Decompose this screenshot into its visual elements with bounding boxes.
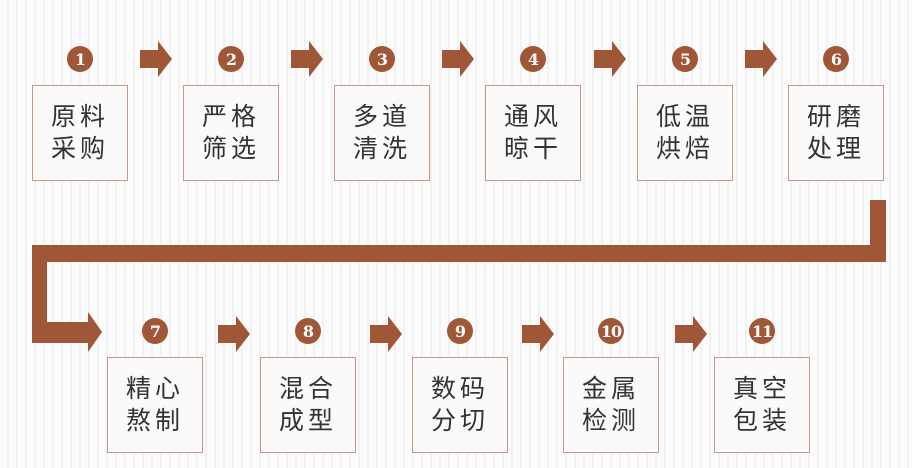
step-number-badge: 7 bbox=[142, 318, 168, 344]
step-box: 真空 包装 bbox=[714, 357, 810, 453]
step-number-badge: 6 bbox=[823, 46, 849, 72]
right-arrow-icon bbox=[594, 41, 626, 77]
step-label-line1: 低温 bbox=[655, 102, 714, 131]
step-box: 严格 筛选 bbox=[183, 85, 279, 181]
step-box: 金属 检测 bbox=[563, 357, 659, 453]
step-label-line2: 处理 bbox=[806, 134, 865, 163]
step-label-line1: 多道 bbox=[352, 102, 411, 131]
step-box: 多道 清洗 bbox=[334, 85, 430, 181]
right-arrow-icon bbox=[522, 316, 554, 352]
step-label-line1: 数码 bbox=[430, 374, 489, 403]
step-label-line2: 成型 bbox=[278, 406, 337, 435]
right-arrow-icon bbox=[370, 316, 402, 352]
step-label-line1: 金属 bbox=[581, 374, 640, 403]
step-box: 原料 采购 bbox=[32, 85, 128, 181]
step-label-line2: 检测 bbox=[581, 406, 640, 435]
right-arrow-icon bbox=[140, 41, 172, 77]
step-box: 数码 分切 bbox=[412, 357, 508, 453]
step-box: 混合 成型 bbox=[260, 357, 356, 453]
right-arrow-icon bbox=[291, 41, 323, 77]
step-label-line1: 原料 bbox=[50, 102, 109, 131]
step-label-line2: 清洗 bbox=[352, 134, 411, 163]
step-number-badge: 5 bbox=[672, 46, 698, 72]
step-number-badge: 1 bbox=[67, 46, 93, 72]
step-number-badge: 8 bbox=[295, 318, 321, 344]
step-number-badge: 11 bbox=[749, 318, 775, 344]
right-arrow-icon bbox=[442, 41, 474, 77]
step-number-badge: 4 bbox=[520, 46, 546, 72]
step-label-line1: 严格 bbox=[201, 102, 260, 131]
step-label-line1: 混合 bbox=[278, 374, 337, 403]
step-label-line2: 分切 bbox=[430, 406, 489, 435]
step-label-line1: 真空 bbox=[732, 374, 791, 403]
step-number-badge: 3 bbox=[369, 46, 395, 72]
right-arrow-icon bbox=[675, 316, 707, 352]
step-label-line2: 采购 bbox=[50, 134, 109, 163]
step-label-line1: 研磨 bbox=[806, 102, 865, 131]
step-box: 通风 晾干 bbox=[485, 85, 581, 181]
step-box: 低温 烘焙 bbox=[637, 85, 733, 181]
step-number-badge: 9 bbox=[447, 318, 473, 344]
step-label-line2: 包装 bbox=[732, 406, 791, 435]
step-label-line1: 通风 bbox=[503, 102, 562, 131]
step-label-line2: 筛选 bbox=[201, 134, 260, 163]
step-box: 精心 熬制 bbox=[107, 357, 203, 453]
step-label-line2: 晾干 bbox=[503, 134, 562, 163]
right-arrow-icon bbox=[745, 41, 777, 77]
step-number-badge: 10 bbox=[598, 318, 624, 344]
step-label-line2: 熬制 bbox=[125, 406, 184, 435]
step-number-badge: 2 bbox=[218, 46, 244, 72]
right-arrow-icon bbox=[218, 316, 250, 352]
step-box: 研磨 处理 bbox=[788, 85, 884, 181]
step-label-line2: 烘焙 bbox=[655, 134, 714, 163]
step-label-line1: 精心 bbox=[125, 374, 184, 403]
